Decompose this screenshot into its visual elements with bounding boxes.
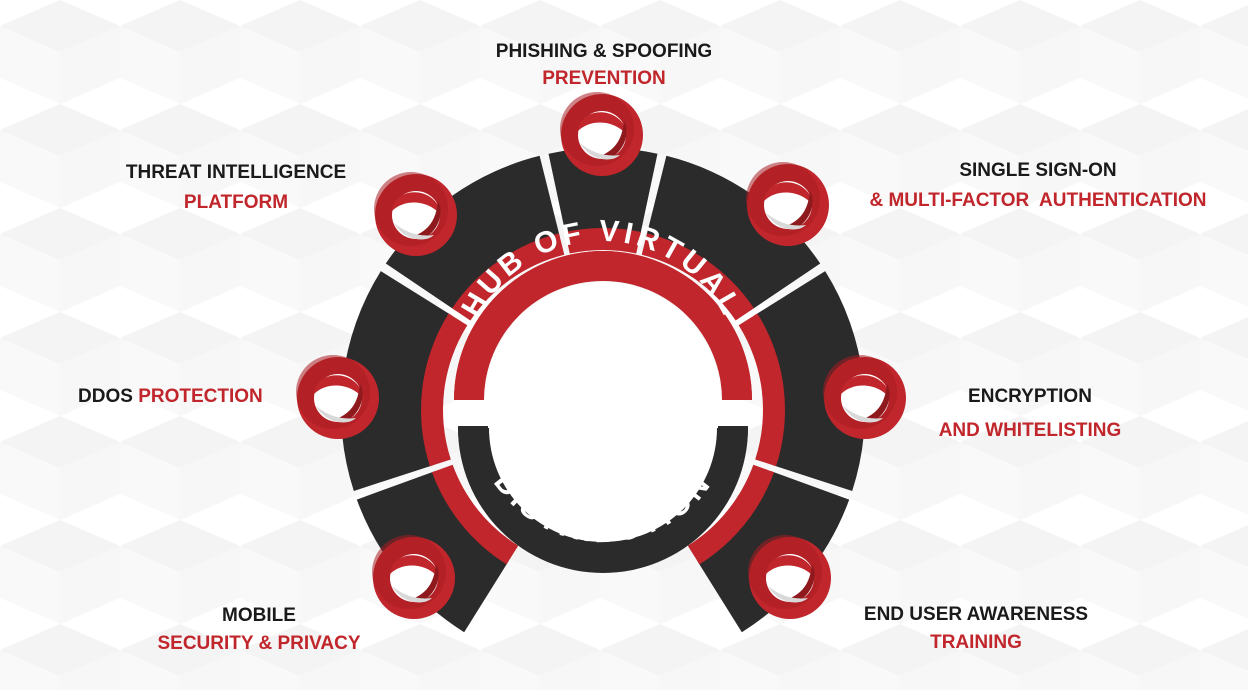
swirl-logo-icon	[748, 535, 831, 619]
label-sso-line1: SINGLE SIGN-ON	[959, 160, 1117, 181]
label-encryption-line1: ENCRYPTION	[968, 386, 1092, 407]
label-training-line1: END USER AWARENESS	[863, 604, 1089, 625]
label-ddos-line1: DDOS	[78, 386, 139, 407]
hub-top-band-front	[454, 251, 752, 400]
label-threat: THREAT INTELLIGENCE PLATFORM	[126, 161, 346, 214]
segment-sso-inner-band	[641, 233, 754, 321]
swirl-logo-icon	[372, 535, 455, 619]
label-threat-line1: THREAT INTELLIGENCE	[125, 162, 347, 183]
segment-sso	[646, 155, 821, 311]
swirl-logo-icon	[296, 355, 379, 439]
segment-training-inner-band	[687, 464, 775, 565]
segment-mobile-inner-band	[431, 464, 519, 565]
segment-threat	[385, 155, 560, 311]
segment-phishing	[548, 147, 658, 236]
inner-red-ring-group	[421, 228, 785, 565]
label-ddos: DDOS PROTECTION	[78, 385, 263, 408]
label-training: END USER AWARENESS TRAINING	[864, 603, 1088, 654]
label-sso-line2: & MULTI-FACTOR AUTHENTICATION	[869, 190, 1207, 211]
label-phishing-line1: PHISHING & SPOOFING	[495, 41, 713, 62]
swirl-logo-icon	[823, 355, 906, 439]
label-mobile-line2: SECURITY & PRIVACY	[157, 633, 361, 654]
label-threat-line2: PLATFORM	[183, 192, 289, 213]
swirl-logo-icon	[374, 172, 457, 256]
label-training-line2: TRAINING	[930, 632, 1022, 653]
label-encryption-line2: AND WHITELISTING	[938, 420, 1122, 441]
label-phishing: PHISHING & SPOOFING PREVENTION	[496, 40, 712, 90]
swirl-logo-icon	[746, 162, 829, 246]
label-sso: SINGLE SIGN-ON & MULTI-FACTOR AUTHENTICA…	[869, 159, 1206, 212]
segment-encryption-inner-band	[738, 313, 785, 467]
segment-phishing-inner-band	[565, 228, 641, 254]
label-ddos-line2: PROTECTION	[138, 386, 263, 407]
label-phishing-line2: PREVENTION	[542, 68, 666, 89]
segment-ddos-inner-band	[421, 313, 468, 467]
badges-group	[296, 92, 906, 619]
label-encryption: ENCRYPTION AND WHITELISTING	[939, 385, 1122, 442]
label-mobile: MOBILE SECURITY & PRIVACY	[157, 604, 360, 655]
segment-threat-inner-band	[452, 233, 565, 321]
swirl-logo-icon	[560, 92, 643, 176]
label-mobile-line1: MOBILE	[222, 605, 296, 626]
